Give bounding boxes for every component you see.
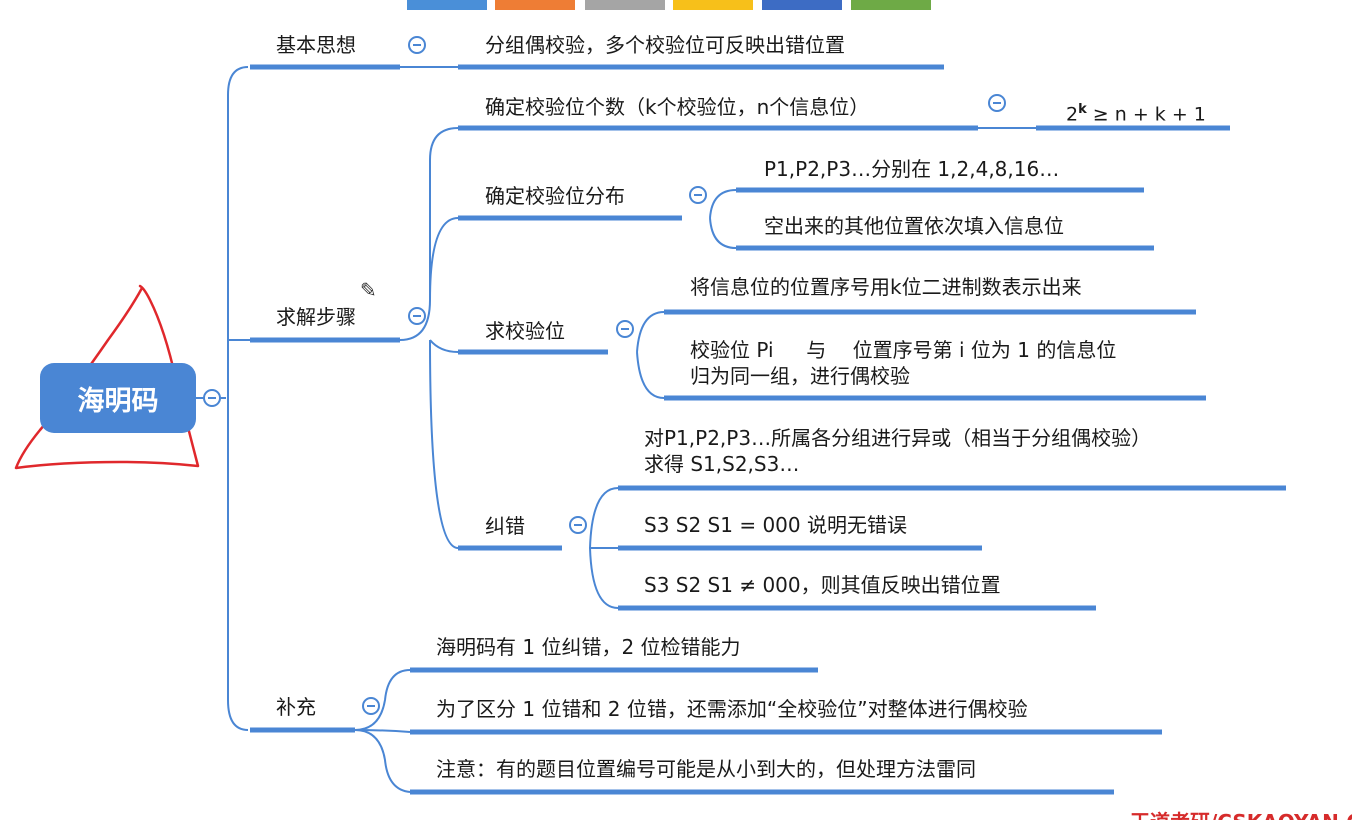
swatch-blue[interactable]: [407, 0, 487, 10]
root-node[interactable]: 海明码: [40, 363, 196, 433]
node-distribution-item-2[interactable]: 空出来的其他位置依次填入信息位: [764, 214, 1064, 238]
node-supplement[interactable]: 补充: [276, 695, 316, 719]
fold-toggle-steps[interactable]: [408, 307, 426, 325]
node-compute-parity[interactable]: 求校验位: [485, 319, 565, 343]
node-formula[interactable]: 2k ≥ n + k + 1: [1066, 97, 1206, 127]
node-parity-item-1[interactable]: 将信息位的位置序号用k位二进制数表示出来: [690, 275, 1082, 299]
node-determine-distribution[interactable]: 确定校验位分布: [485, 184, 625, 208]
node-basic-idea[interactable]: 基本思想: [276, 33, 356, 57]
formula-base: 2: [1066, 103, 1079, 126]
node-supplement-item-3[interactable]: 注意：有的题目位置编号可能是从小到大的，但处理方法雷同: [436, 757, 976, 781]
node-determine-count[interactable]: 确定校验位个数（k个校验位，n个信息位）: [485, 95, 870, 119]
swatch-gray[interactable]: [585, 0, 665, 10]
root-label: 海明码: [77, 385, 159, 417]
swatch-orange[interactable]: [495, 0, 575, 10]
swatch-darkblue[interactable]: [762, 0, 842, 10]
fold-toggle-basic-idea[interactable]: [408, 36, 426, 54]
node-parity-item-2[interactable]: 校验位 Pi 与 位置序号第 i 位为 1 的信息位 归为同一组，进行偶校验: [690, 338, 1117, 388]
node-basic-idea-content[interactable]: 分组偶校验，多个校验位可反映出错位置: [485, 33, 845, 57]
formula-exponent: k: [1078, 102, 1087, 117]
formula-rest: ≥ n + k + 1: [1086, 103, 1206, 126]
fold-toggle-supplement[interactable]: [362, 697, 380, 715]
watermark: 王道考研/CSKAOYAN.COM: [1130, 808, 1352, 820]
node-correction-item-1[interactable]: 对P1,P2,P3…所属各分组进行异或（相当于分组偶校验） 求得 S1,S2,S…: [644, 426, 1152, 476]
node-correction-item-3[interactable]: S3 S2 S1 ≠ 000，则其值反映出错位置: [644, 573, 1001, 597]
node-steps[interactable]: 求解步骤: [276, 305, 356, 329]
node-distribution-item-1[interactable]: P1,P2,P3…分别在 1,2,4,8,16…: [764, 157, 1060, 181]
fold-toggle-root[interactable]: [203, 389, 221, 407]
fold-toggle-determine-distribution[interactable]: [689, 186, 707, 204]
fold-toggle-compute-parity[interactable]: [616, 320, 634, 338]
node-error-correction[interactable]: 纠错: [485, 514, 525, 538]
swatch-yellow[interactable]: [673, 0, 753, 10]
swatch-green[interactable]: [851, 0, 931, 10]
node-correction-item-2[interactable]: S3 S2 S1 = 000 说明无错误: [644, 513, 907, 537]
fold-toggle-determine-count[interactable]: [988, 94, 1006, 112]
node-supplement-item-2[interactable]: 为了区分 1 位错和 2 位错，还需添加“全校验位”对整体进行偶校验: [436, 697, 1028, 721]
fold-toggle-error-correction[interactable]: [569, 516, 587, 534]
pencil-cursor-icon: ✎: [360, 278, 377, 302]
node-supplement-item-1[interactable]: 海明码有 1 位纠错，2 位检错能力: [436, 635, 741, 659]
